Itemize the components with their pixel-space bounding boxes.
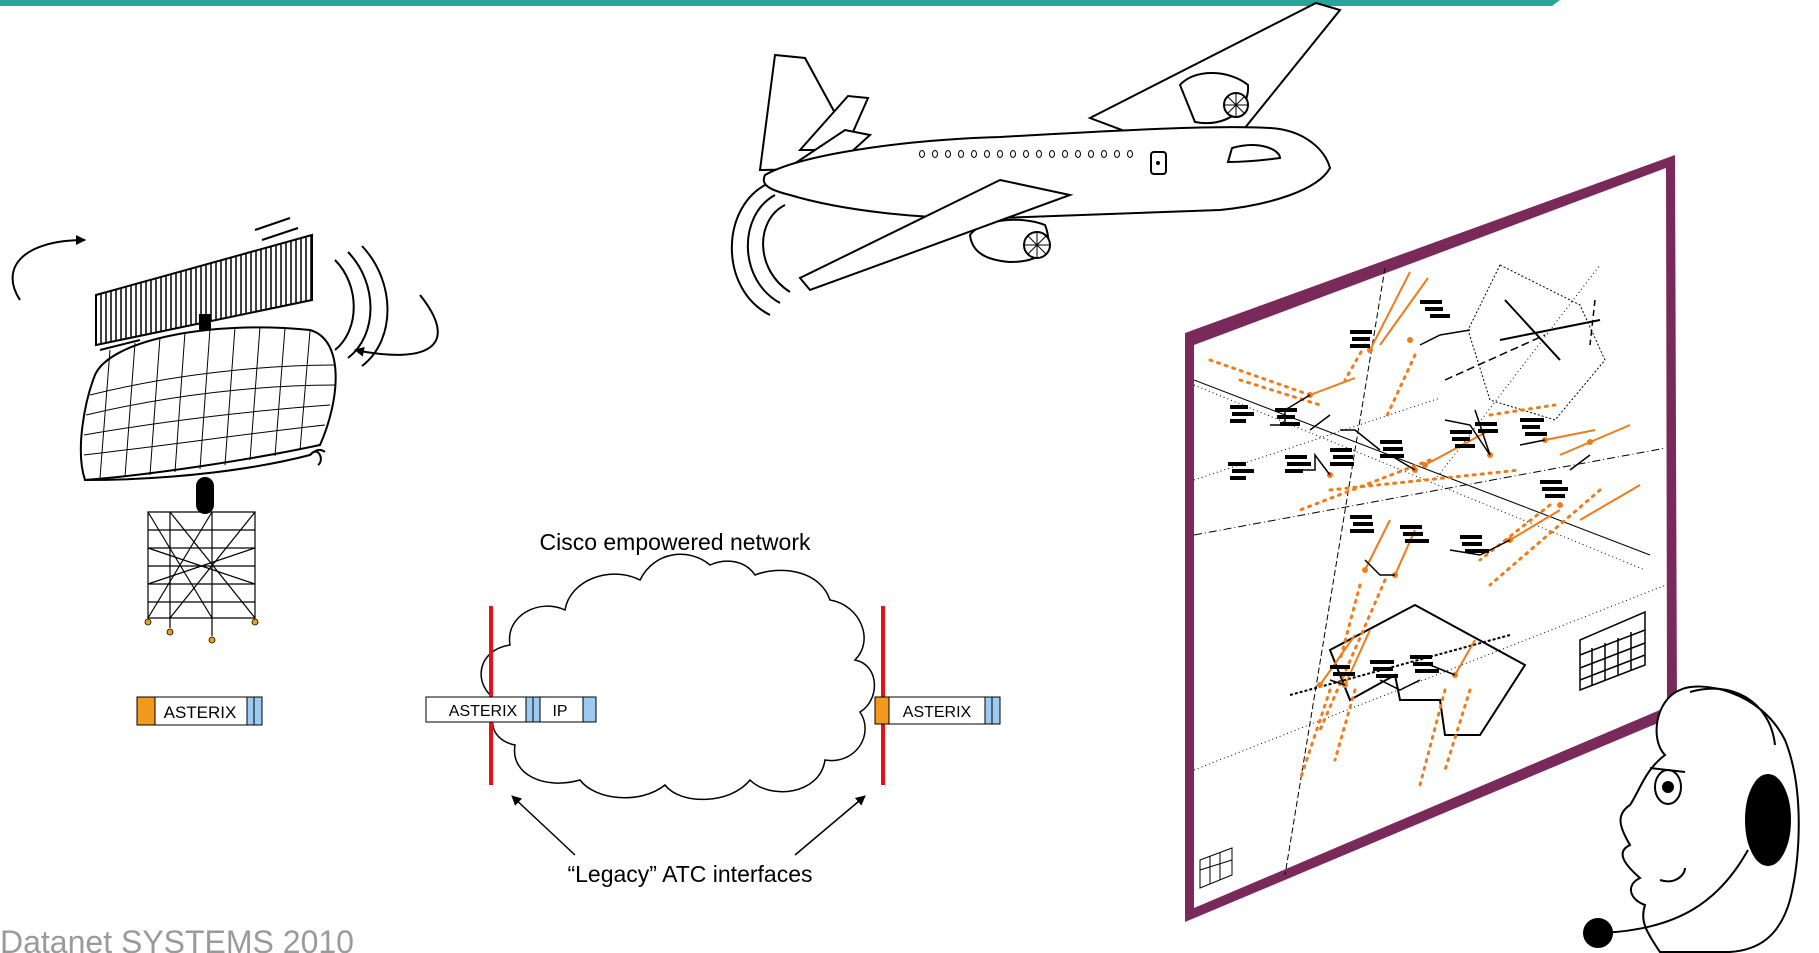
network-cloud-icon xyxy=(480,553,876,801)
track-label xyxy=(1230,405,1254,423)
track-label xyxy=(1370,660,1398,678)
track-label xyxy=(1350,515,1374,533)
track-label xyxy=(1410,655,1439,673)
track-label xyxy=(1330,665,1355,676)
ingress-ip-label: IP xyxy=(552,703,567,720)
track-label xyxy=(1400,525,1429,543)
track-label xyxy=(1275,408,1300,426)
egress-asterix-label: ASTERIX xyxy=(903,704,972,721)
track-label xyxy=(1520,418,1547,436)
radar-display-screen-icon xyxy=(1185,155,1677,922)
track-label xyxy=(1285,455,1311,473)
track-label xyxy=(1460,535,1489,553)
egress-arrow xyxy=(794,795,866,856)
radar-asterix-packet: ASTERIX xyxy=(136,696,263,726)
track-label xyxy=(1330,448,1354,466)
radar-asterix-label: ASTERIX xyxy=(164,703,237,722)
egress-asterix-packet: ASTERIX xyxy=(874,696,1001,725)
track-label xyxy=(1350,330,1372,348)
track-label xyxy=(1450,430,1475,448)
top-accent-bar xyxy=(0,0,1560,6)
ingress-asterix-label: ASTERIX xyxy=(449,703,518,720)
air-traffic-controller-with-headset-icon xyxy=(1583,685,1800,953)
track-label xyxy=(1420,300,1450,318)
ingress-arrow xyxy=(511,795,576,856)
display-window-icon xyxy=(1579,610,1646,692)
track-label xyxy=(1475,422,1498,433)
track-label xyxy=(1540,480,1568,498)
network-title: Cisco empowered network xyxy=(539,529,811,555)
airplane-windows xyxy=(919,150,1133,158)
display-corner-icon xyxy=(1199,847,1233,889)
interfaces-label: “Legacy” ATC interfaces xyxy=(567,861,812,887)
track-label xyxy=(1380,440,1404,458)
radar-antenna-icon xyxy=(11,217,439,644)
track-label xyxy=(1228,462,1254,480)
footer-text: Datanet SYSTEMS 2010 xyxy=(0,924,354,953)
airplane-icon xyxy=(730,1,1342,316)
ingress-asterix-ip-packet: ASTERIX IP xyxy=(425,696,597,723)
